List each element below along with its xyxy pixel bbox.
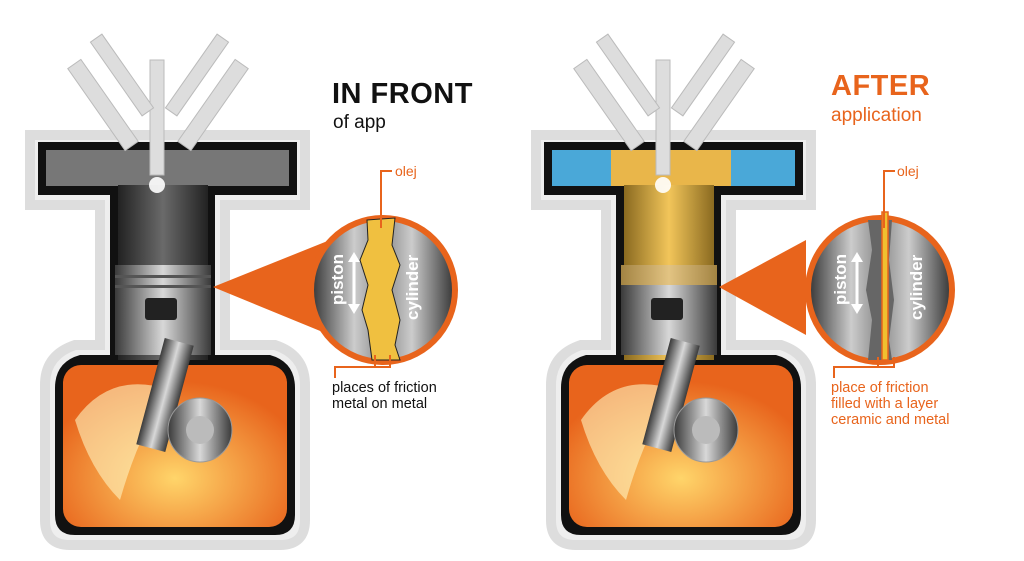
title-before: IN FRONT — [332, 78, 473, 110]
piston-label-before: piston — [328, 254, 347, 305]
subtitle-after: application — [831, 105, 922, 126]
title-after: AFTER — [831, 70, 931, 102]
engine-after: piston cylinder — [531, 33, 955, 550]
arrow-updown-icon-before — [348, 252, 360, 314]
caption-line: places of friction — [332, 380, 437, 396]
ceramic-layer — [881, 211, 889, 361]
subtitle-before: of app — [333, 112, 386, 133]
cylinder-label-before: cylinder — [403, 254, 422, 320]
connecting-rod-before — [136, 337, 194, 453]
engine-before: piston cylinder — [25, 33, 458, 550]
oil-label-before: olej — [395, 163, 417, 179]
valves-before — [67, 33, 249, 176]
caption-line: filled with a layer — [831, 396, 939, 412]
caption-line: place of friction — [831, 380, 929, 396]
piston-label-after: piston — [831, 254, 850, 305]
oil-film-before — [359, 217, 401, 361]
valves-after — [573, 33, 755, 176]
oil-label-after: olej — [897, 163, 919, 179]
caption-line: metal on metal — [332, 396, 428, 412]
caption-before: places of friction metal on metal — [332, 380, 437, 412]
cylinder-label-after: cylinder — [907, 254, 926, 320]
caption-line: ceramic and metal — [831, 412, 950, 428]
caption-after: place of friction filled with a layer ce… — [831, 380, 949, 428]
arrow-updown-icon-after — [851, 252, 863, 314]
zoom-cone-before — [213, 240, 330, 335]
